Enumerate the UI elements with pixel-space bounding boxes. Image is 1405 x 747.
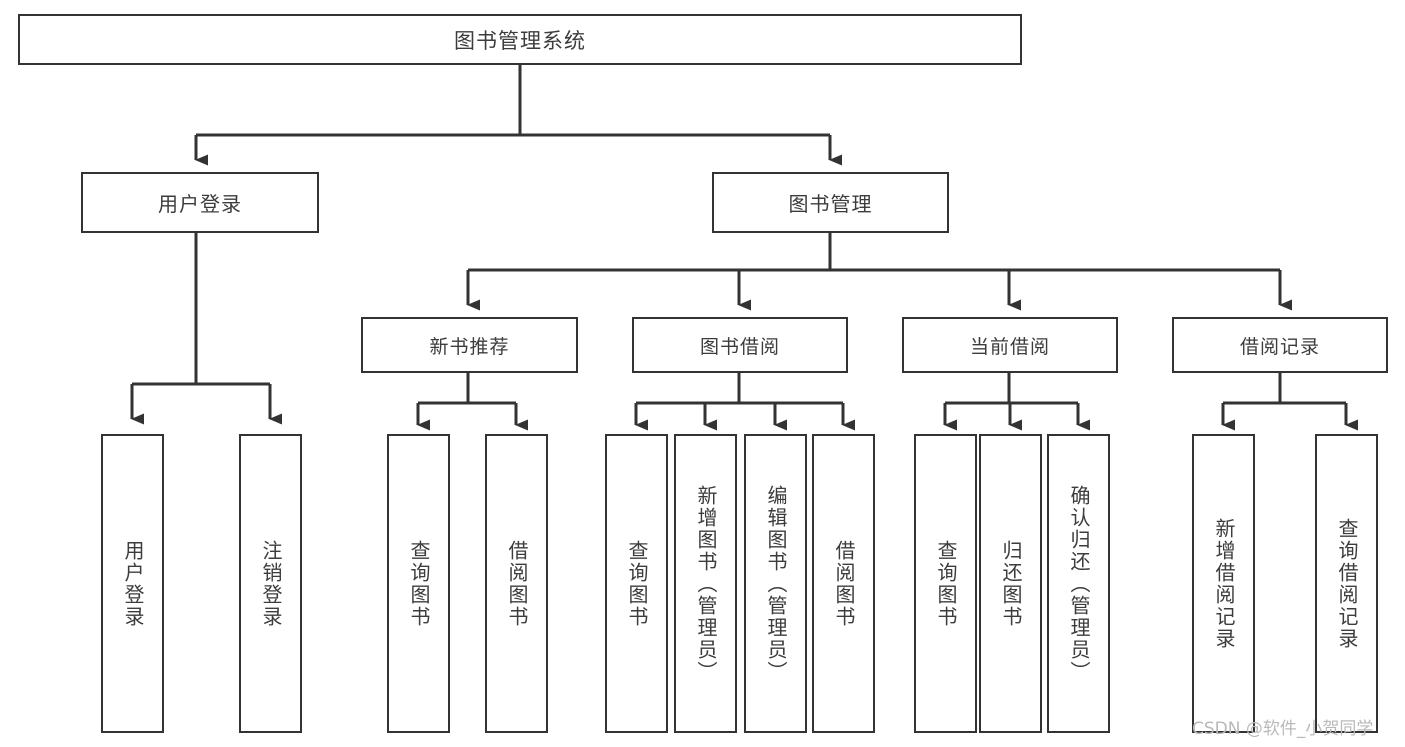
node-leaf-borrow-book-1-label: 借阅图书 [505, 539, 529, 628]
node-new-book-recommend-label: 新书推荐 [429, 335, 510, 358]
connector-bookmgmt-to-level2 [466, 233, 1292, 311]
connector-root-to-level1 [194, 65, 842, 166]
node-leaf-confirm-return-admin-label: 确认归还（管理员） [1067, 484, 1091, 683]
node-leaf-return-book[interactable]: 归还图书 [979, 434, 1042, 733]
node-leaf-user-login[interactable]: 用户登录 [101, 434, 164, 733]
node-leaf-query-book-3-label: 查询图书 [934, 539, 958, 628]
connector-newbook-to-leaves [416, 373, 528, 431]
node-leaf-borrow-book-1[interactable]: 借阅图书 [485, 434, 548, 733]
node-leaf-query-borrow-record-label: 查询借阅记录 [1335, 517, 1359, 650]
node-leaf-query-book-2-label: 查询图书 [625, 539, 649, 628]
node-root[interactable]: 图书管理系统 [18, 14, 1022, 65]
node-leaf-query-book-3[interactable]: 查询图书 [914, 434, 977, 733]
node-root-label: 图书管理系统 [454, 28, 586, 53]
node-leaf-add-book-admin[interactable]: 新增图书（管理员） [674, 434, 737, 733]
node-leaf-edit-book-admin[interactable]: 编辑图书（管理员） [744, 434, 807, 733]
node-leaf-add-book-admin-label: 新增图书（管理员） [694, 484, 718, 683]
node-leaf-edit-book-admin-label: 编辑图书（管理员） [764, 484, 788, 683]
node-book-management-label: 图书管理 [788, 192, 873, 216]
node-leaf-query-book-1[interactable]: 查询图书 [387, 434, 450, 733]
node-borrow-record-label: 借阅记录 [1239, 335, 1320, 358]
node-new-book-recommend[interactable]: 新书推荐 [361, 317, 578, 373]
node-leaf-query-book-2[interactable]: 查询图书 [605, 434, 668, 733]
node-leaf-return-book-label: 归还图书 [999, 539, 1023, 628]
node-book-borrow[interactable]: 图书借阅 [632, 317, 848, 373]
node-book-borrow-label: 图书借阅 [699, 335, 780, 358]
node-leaf-add-borrow-record-label: 新增借阅记录 [1212, 517, 1236, 650]
connector-borrowrecord-to-leaves [1221, 373, 1358, 431]
node-user-login[interactable]: 用户登录 [81, 172, 319, 233]
node-leaf-borrow-book-2[interactable]: 借阅图书 [812, 434, 875, 733]
node-leaf-user-login-label: 用户登录 [121, 539, 145, 628]
node-leaf-confirm-return-admin[interactable]: 确认归还（管理员） [1047, 434, 1110, 733]
node-book-management[interactable]: 图书管理 [712, 172, 949, 233]
node-leaf-add-borrow-record[interactable]: 新增借阅记录 [1192, 434, 1255, 733]
node-leaf-query-book-1-label: 查询图书 [407, 539, 431, 628]
node-user-login-label: 用户登录 [158, 192, 242, 216]
csdn-watermark: CSDN @软件_小贺同学 [1192, 719, 1374, 739]
connector-currentborrow-to-leaves [943, 373, 1090, 431]
connector-userlogin-to-leaves [130, 233, 282, 425]
node-current-borrow[interactable]: 当前借阅 [902, 317, 1118, 373]
node-leaf-logout-login-label: 注销登录 [259, 539, 283, 628]
node-leaf-borrow-book-2-label: 借阅图书 [832, 539, 856, 628]
node-current-borrow-label: 当前借阅 [969, 335, 1050, 358]
connector-bookborrow-to-leaves [634, 373, 855, 431]
node-leaf-query-borrow-record[interactable]: 查询借阅记录 [1315, 434, 1378, 733]
node-leaf-logout-login[interactable]: 注销登录 [239, 434, 302, 733]
node-borrow-record[interactable]: 借阅记录 [1172, 317, 1388, 373]
